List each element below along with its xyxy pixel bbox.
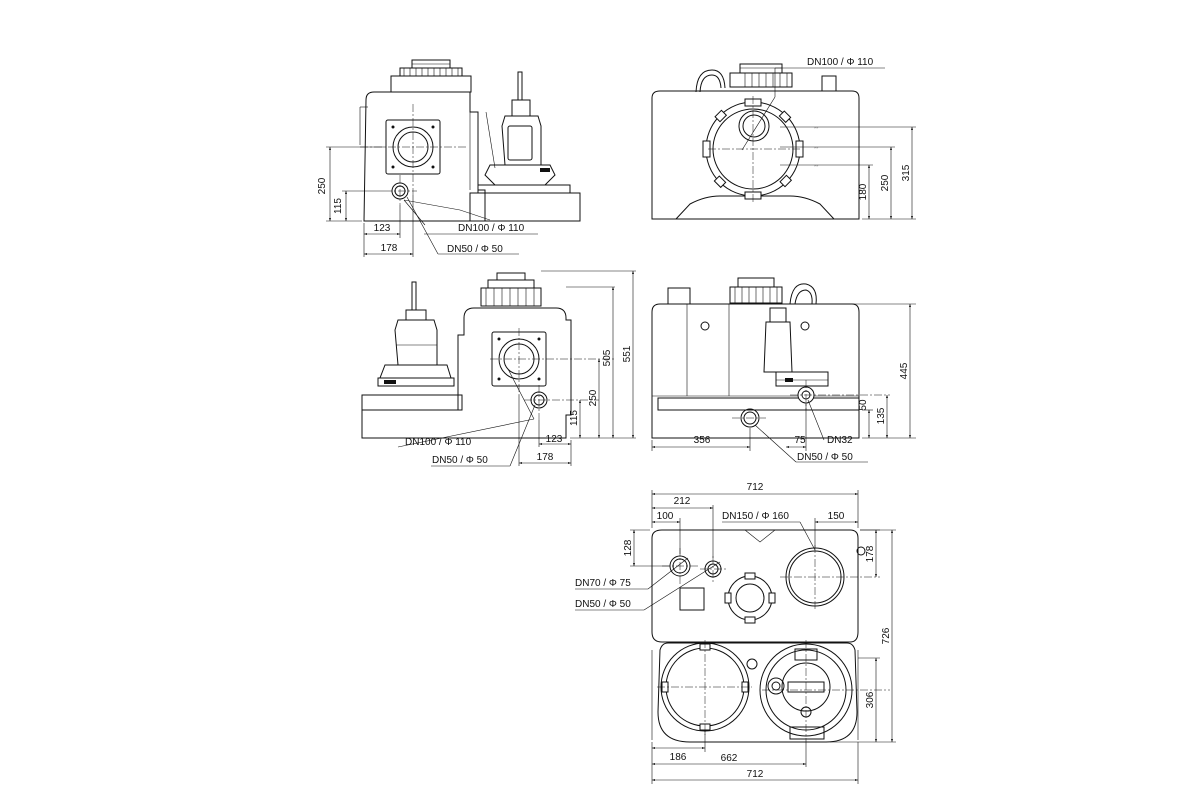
side-view-right: ◦◦◦ ◦◦◦ ◦◦◦ DN100 / Φ 110 180 250 315 — [651, 57, 916, 220]
dim-128: 128 — [623, 539, 634, 556]
side-view-left: 250 115 123 178 DN100 / Φ 110 DN50 / Φ 5… — [317, 59, 581, 257]
dim-212: 212 — [674, 496, 691, 507]
top-cover — [724, 572, 776, 624]
dim-551: 551 — [622, 345, 633, 362]
dim-75: 75 — [794, 435, 806, 446]
dim-662: 662 — [721, 753, 738, 764]
dim-178: 178 — [381, 243, 398, 254]
pump — [477, 71, 571, 194]
dim-180: 180 — [858, 183, 869, 200]
pump — [763, 283, 829, 404]
vent-box — [679, 587, 705, 611]
dim-123: 123 — [374, 223, 391, 234]
dim-445: 445 — [899, 362, 910, 379]
dim-115: 115 — [569, 410, 580, 426]
dim-123: 123 — [546, 434, 563, 445]
dim-186: 186 — [670, 752, 687, 763]
dim-712-top: 712 — [747, 482, 764, 493]
tank-outline — [651, 90, 860, 220]
centerlines — [657, 545, 890, 740]
top-cover — [667, 277, 783, 305]
dim-178: 178 — [865, 545, 876, 562]
dimension-lines — [326, 146, 538, 257]
dim-100: 100 — [657, 511, 674, 522]
dim-250: 250 — [588, 389, 599, 406]
tank-internals — [652, 304, 860, 411]
svg-text:◦◦◦: ◦◦◦ — [814, 125, 819, 130]
tank-outline — [359, 91, 486, 222]
svg-text:◦◦◦: ◦◦◦ — [814, 163, 819, 168]
pump — [377, 281, 455, 387]
label-dn100: DN100 / Φ 110 — [458, 223, 525, 234]
dim-306: 306 — [865, 691, 876, 708]
dim-250: 250 — [880, 174, 891, 191]
dimension-lines — [575, 490, 896, 784]
label-dn50: DN50 / Φ 50 — [797, 452, 853, 463]
top-cover — [480, 272, 542, 307]
dimension-lines — [741, 67, 916, 220]
label-dn50: DN50 / Φ 50 — [432, 455, 488, 466]
label-dn50: DN50 / Φ 50 — [575, 599, 631, 610]
label-dn32: DN32 — [827, 435, 853, 446]
top-notch — [744, 529, 776, 543]
lower-tank-outline — [657, 642, 858, 743]
top-cover — [390, 59, 472, 93]
top-view: 712 212 100 150 DN150 / Φ 160 128 178 72… — [575, 482, 896, 784]
front-view-right: 445 135 50 356 75 DN32 DN50 / Φ 50 — [651, 277, 916, 463]
label-dn150: DN150 / Φ 160 — [722, 511, 789, 522]
dim-150: 150 — [828, 511, 845, 522]
dim-50: 50 — [858, 399, 869, 411]
dim-115: 115 — [333, 198, 344, 214]
base-plate — [361, 394, 463, 411]
dimension-lines — [651, 303, 916, 463]
dim-135: 135 — [876, 407, 887, 424]
label-dn100: DN100 / Φ 110 — [405, 437, 472, 448]
centerlines — [708, 96, 800, 204]
dim-356: 356 — [694, 435, 711, 446]
top-cover — [695, 63, 837, 93]
small-level-markers: ◦◦◦ ◦◦◦ ◦◦◦ — [780, 125, 819, 168]
dim-250: 250 — [317, 177, 328, 194]
dim-712-bottom: 712 — [747, 769, 764, 780]
centerlines — [360, 104, 468, 205]
label-dn50: DN50 / Φ 50 — [447, 244, 503, 255]
dim-505: 505 — [602, 349, 613, 366]
label-dn100: DN100 / Φ 110 — [807, 57, 874, 68]
label-dn70: DN70 / Φ 75 — [575, 578, 631, 589]
dimension-lines — [397, 270, 636, 467]
dim-315: 315 — [901, 164, 912, 181]
centerlines — [490, 328, 615, 420]
dim-178: 178 — [537, 452, 554, 463]
dim-726: 726 — [881, 627, 892, 644]
front-view-left: 505 551 250 115 123 178 DN100 / Φ 110 DN… — [361, 270, 636, 467]
tank-outline — [361, 307, 572, 439]
svg-text:◦◦◦: ◦◦◦ — [814, 145, 819, 150]
tank-outline — [651, 529, 859, 643]
base-plate — [469, 192, 581, 222]
